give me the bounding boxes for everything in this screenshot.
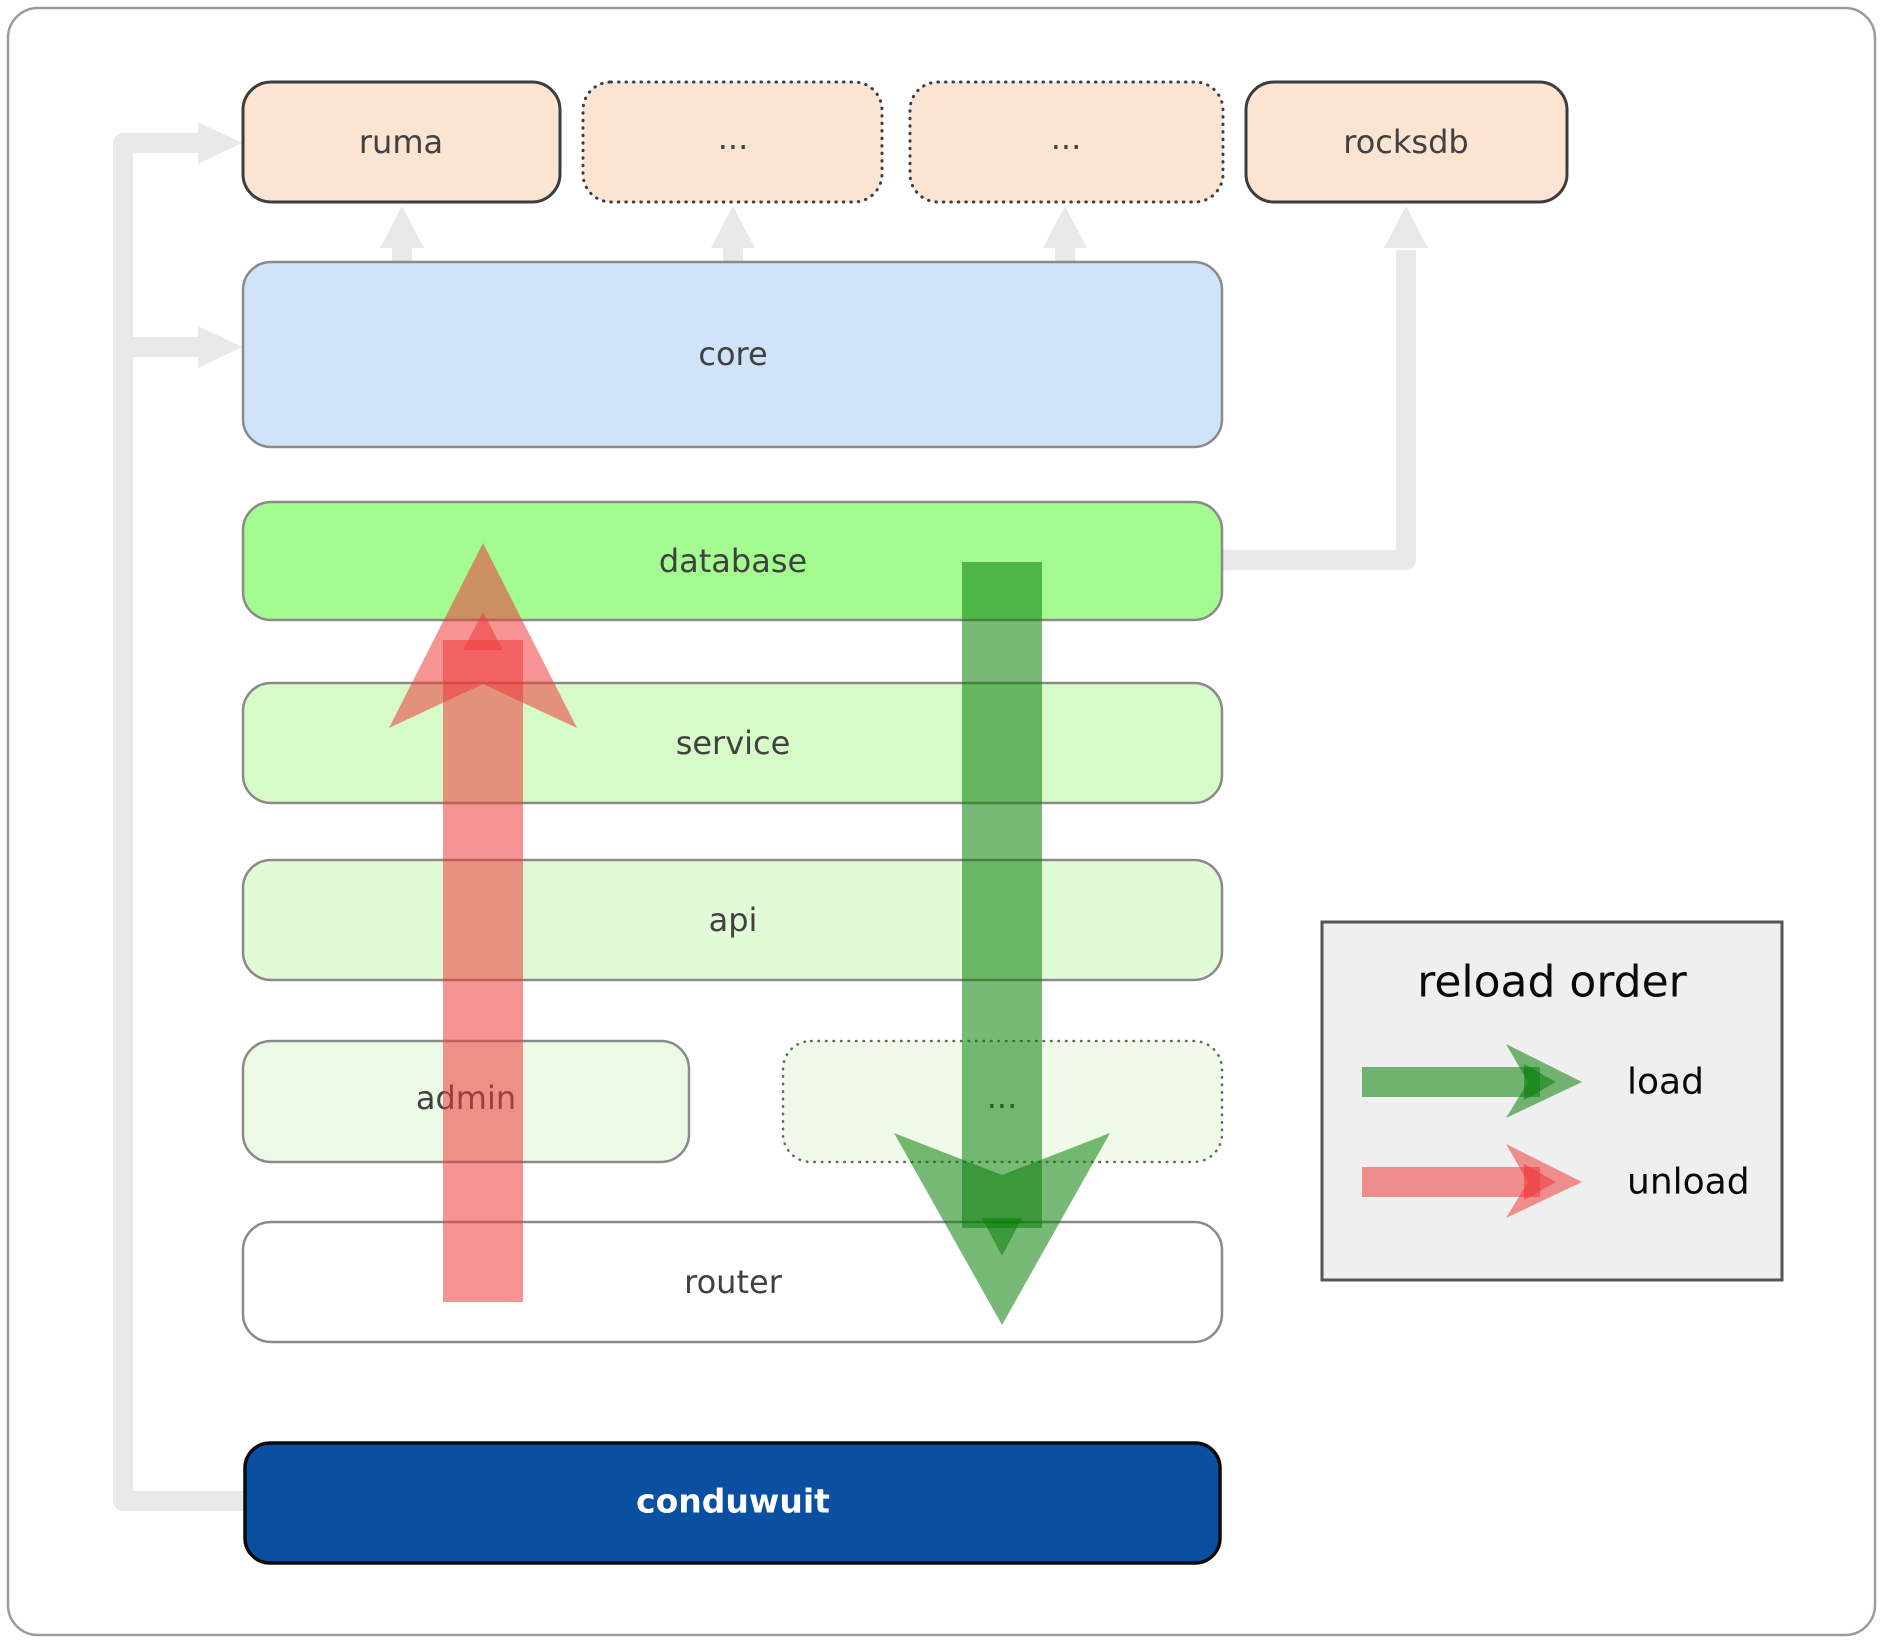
node-service-label: service — [676, 724, 791, 762]
load-arrow — [894, 562, 1110, 1325]
unload-arrow-shaft — [443, 640, 523, 1302]
node-ellipsis-2-label: ... — [1051, 119, 1082, 157]
legend-load-arrow-shaft — [1362, 1067, 1540, 1097]
legend-unload-label: unload — [1627, 1162, 1750, 1203]
node-ellipsis-2 — [908, 80, 1225, 204]
diagram-outer-border — [6, 6, 1877, 1637]
legend-unload-arrow-shaft — [1362, 1167, 1540, 1197]
node-ellipsis-1 — [581, 80, 884, 204]
load-arrow-shaft — [962, 562, 1042, 1228]
node-api-label: api — [709, 901, 758, 939]
legend-load-label: load — [1627, 1062, 1704, 1103]
arrowhead-into-ruma — [198, 122, 242, 164]
load-arrow-marker — [982, 1218, 1022, 1256]
legend: reload order load unload — [1320, 920, 1784, 1282]
node-ellipsis-1-label: ... — [718, 119, 749, 157]
unload-arrow — [389, 543, 577, 1302]
connector-core-to-top-row-stubs — [392, 247, 1075, 263]
connector-database-to-rocksdb — [1222, 250, 1416, 570]
legend-unload-arrow — [1362, 1144, 1582, 1218]
node-ruma — [241, 80, 562, 204]
node-conduwuit — [243, 1441, 1222, 1565]
legend-box — [1320, 920, 1784, 1282]
node-core-label: core — [698, 335, 767, 373]
arrowhead-into-core — [198, 326, 242, 368]
legend-title: reload order — [1417, 957, 1687, 1008]
legend-unload-arrow-marker — [1524, 1164, 1556, 1200]
legend-load-arrow — [1362, 1044, 1582, 1118]
connector-conduwuit-to-ruma-core — [113, 133, 245, 1511]
legend-load-arrow-marker — [1524, 1064, 1556, 1100]
node-ruma-label: ruma — [359, 123, 443, 161]
node-rocksdb — [1244, 80, 1569, 204]
arrowhead-into-ellipsis2-from-core — [1043, 206, 1087, 248]
node-database-label: database — [659, 542, 807, 580]
dependency-arrowheads — [198, 122, 1428, 368]
unload-arrow-marker — [463, 612, 503, 650]
node-core — [241, 260, 1224, 449]
dependency-connectors — [113, 133, 1416, 1511]
arrowhead-into-rocksdb — [1384, 206, 1428, 248]
arrowhead-into-ellipsis1-from-core — [711, 206, 755, 248]
node-rocksdb-label: rocksdb — [1343, 123, 1468, 161]
arrowhead-into-ruma-from-core — [380, 206, 424, 248]
node-conduwuit-label: conduwuit — [636, 1482, 830, 1521]
node-router-label: router — [684, 1263, 783, 1301]
nodes-layer: ruma ... ... rocksdb core database servi… — [241, 80, 1569, 1565]
